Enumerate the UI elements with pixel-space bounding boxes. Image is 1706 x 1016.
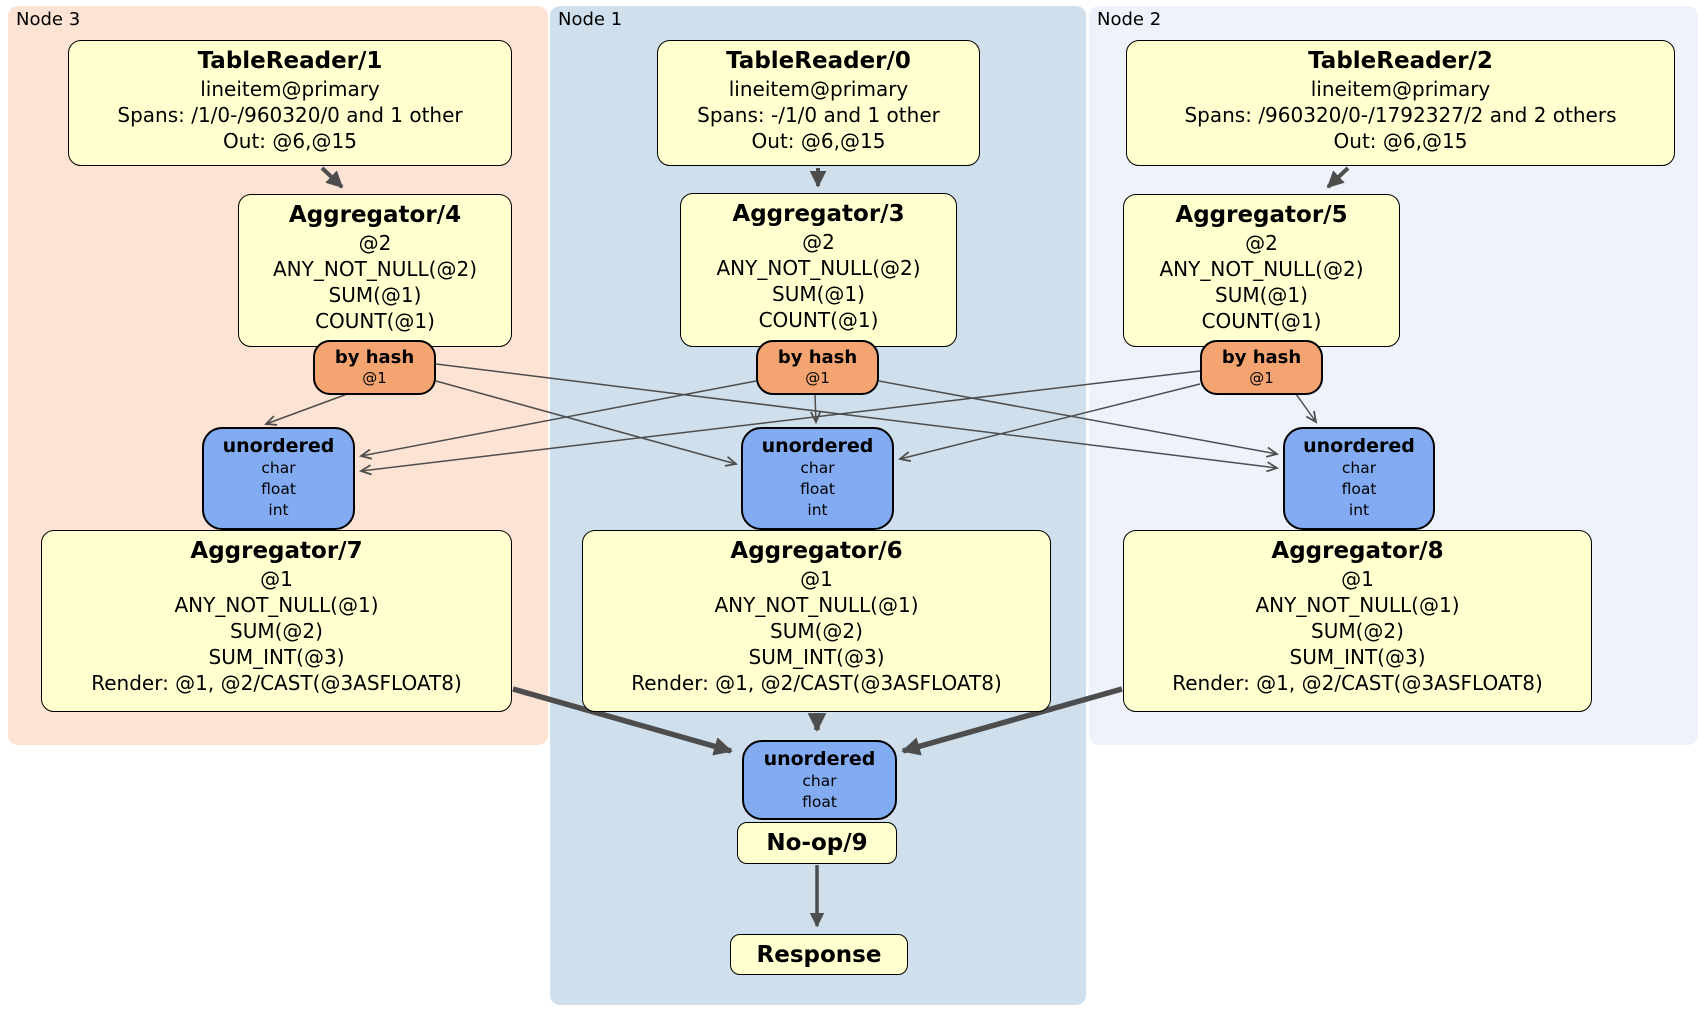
box-title: TableReader/1 bbox=[197, 48, 383, 74]
aggregator-4-box: Aggregator/4 @2 ANY_NOT_NULL(@2) SUM(@1)… bbox=[238, 194, 512, 347]
hash-router-node3: by hash @1 bbox=[313, 340, 436, 395]
hash-router-key: @1 bbox=[805, 369, 830, 387]
box-line: @1 bbox=[260, 567, 293, 591]
noop-9-box: No-op/9 bbox=[737, 822, 897, 864]
sync-stream: char bbox=[1341, 459, 1377, 477]
box-line: @2 bbox=[802, 230, 835, 254]
box-line: ANY_NOT_NULL(@1) bbox=[1255, 593, 1460, 617]
hash-router-node1: by hash @1 bbox=[756, 340, 879, 395]
box-title: Aggregator/7 bbox=[190, 538, 363, 564]
box-line: SUM(@2) bbox=[1311, 619, 1404, 643]
box-line: SUM(@1) bbox=[772, 282, 865, 306]
aggregator-3-box: Aggregator/3 @2 ANY_NOT_NULL(@2) SUM(@1)… bbox=[680, 193, 957, 347]
box-line: Out: @6,@15 bbox=[1333, 129, 1468, 153]
tablereader-2-box: TableReader/2 lineitem@primary Spans: /9… bbox=[1126, 40, 1675, 166]
region-label-node2: Node 2 bbox=[1097, 9, 1162, 30]
box-title: TableReader/2 bbox=[1308, 48, 1493, 74]
edge-hash-mesh bbox=[266, 363, 1316, 471]
box-line: @1 bbox=[800, 567, 833, 591]
sync-stream: float bbox=[802, 793, 837, 811]
box-line: SUM(@2) bbox=[230, 619, 323, 643]
box-line: lineitem@primary bbox=[728, 77, 909, 101]
tablereader-1-box: TableReader/1 lineitem@primary Spans: /1… bbox=[68, 40, 512, 166]
hash-router-key: @1 bbox=[1249, 369, 1274, 387]
sync-stream: float bbox=[1341, 480, 1377, 498]
box-line: @2 bbox=[358, 231, 392, 255]
region-label-node1: Node 1 bbox=[558, 9, 623, 30]
sync-stream: float bbox=[800, 480, 835, 498]
aggregator-7-box: Aggregator/7 @1 ANY_NOT_NULL(@1) SUM(@2)… bbox=[41, 530, 512, 712]
unordered-sync-node1: unordered char float int bbox=[741, 427, 894, 530]
box-title: TableReader/0 bbox=[726, 48, 911, 74]
box-title: Aggregator/4 bbox=[288, 202, 462, 228]
box-title: Aggregator/8 bbox=[1271, 538, 1444, 564]
aggregator-6-box: Aggregator/6 @1 ANY_NOT_NULL(@1) SUM(@2)… bbox=[582, 530, 1051, 712]
sync-stream: char bbox=[261, 459, 296, 477]
sync-stream: int bbox=[1348, 501, 1370, 519]
sync-stream: int bbox=[268, 501, 289, 519]
hash-router-title: by hash bbox=[777, 347, 858, 368]
box-line: ANY_NOT_NULL(@2) bbox=[1159, 257, 1364, 281]
box-line: Out: @6,@15 bbox=[751, 129, 886, 153]
box-line: @1 bbox=[1341, 567, 1374, 591]
box-line: Render: @1, @2/CAST(@3ASFLOAT8) bbox=[1172, 671, 1543, 695]
box-line: SUM_INT(@3) bbox=[1289, 645, 1426, 669]
box-line: Spans: /960320/0-/1792327/2 and 2 others bbox=[1184, 103, 1617, 127]
box-line: lineitem@primary bbox=[1310, 77, 1491, 101]
box-line: SUM(@1) bbox=[1215, 283, 1308, 307]
aggregator-8-box: Aggregator/8 @1 ANY_NOT_NULL(@1) SUM(@2)… bbox=[1123, 530, 1592, 712]
box-line: SUM_INT(@3) bbox=[208, 645, 345, 669]
box-line: @2 bbox=[1245, 231, 1278, 255]
box-line: ANY_NOT_NULL(@1) bbox=[174, 593, 379, 617]
aggregator-5-box: Aggregator/5 @2 ANY_NOT_NULL(@2) SUM(@1)… bbox=[1123, 194, 1400, 347]
box-line: Render: @1, @2/CAST(@3ASFLOAT8) bbox=[91, 671, 462, 695]
unordered-sync-node3: unordered char float int bbox=[202, 427, 355, 530]
box-line: SUM(@2) bbox=[770, 619, 863, 643]
box-line: lineitem@primary bbox=[200, 77, 380, 101]
hash-router-title: by hash bbox=[334, 347, 415, 368]
unordered-sync-node2: unordered char float int bbox=[1283, 427, 1435, 530]
edge-tablereader-to-aggregator bbox=[320, 166, 1350, 189]
box-line: Spans: /1/0-/960320/0 and 1 other bbox=[117, 103, 463, 127]
box-line: Spans: -/1/0 and 1 other bbox=[697, 103, 940, 127]
response-box: Response bbox=[730, 934, 908, 975]
box-line: SUM_INT(@3) bbox=[748, 645, 885, 669]
region-label-node3: Node 3 bbox=[16, 9, 81, 30]
edge-aggregator-to-final-sync bbox=[512, 686, 1123, 756]
box-line: ANY_NOT_NULL(@2) bbox=[273, 257, 477, 281]
sync-stream: char bbox=[800, 459, 835, 477]
box-line: COUNT(@1) bbox=[315, 309, 435, 333]
hash-router-node2: by hash @1 bbox=[1200, 340, 1323, 395]
sync-stream: char bbox=[802, 772, 837, 790]
hash-router-key: @1 bbox=[362, 369, 387, 387]
hash-router-title: by hash bbox=[1221, 347, 1302, 368]
box-line: COUNT(@1) bbox=[758, 308, 879, 332]
box-line: Out: @6,@15 bbox=[223, 129, 357, 153]
box-title: Aggregator/6 bbox=[730, 538, 903, 564]
tablereader-0-box: TableReader/0 lineitem@primary Spans: -/… bbox=[657, 40, 980, 166]
sync-title: unordered bbox=[1303, 435, 1415, 457]
sync-title: unordered bbox=[761, 435, 874, 457]
unordered-sync-final: unordered char float bbox=[742, 740, 897, 820]
box-title: Aggregator/5 bbox=[1175, 202, 1348, 228]
sync-stream: int bbox=[807, 501, 828, 519]
box-line: Render: @1, @2/CAST(@3ASFLOAT8) bbox=[631, 671, 1002, 695]
box-line: SUM(@1) bbox=[328, 283, 422, 307]
box-line: ANY_NOT_NULL(@2) bbox=[716, 256, 921, 280]
box-line: COUNT(@1) bbox=[1201, 309, 1322, 333]
sync-title: unordered bbox=[222, 435, 335, 457]
sync-title: unordered bbox=[763, 748, 876, 770]
box-line: ANY_NOT_NULL(@1) bbox=[714, 593, 919, 617]
sync-stream: float bbox=[261, 480, 296, 498]
box-title: Aggregator/3 bbox=[732, 201, 905, 227]
